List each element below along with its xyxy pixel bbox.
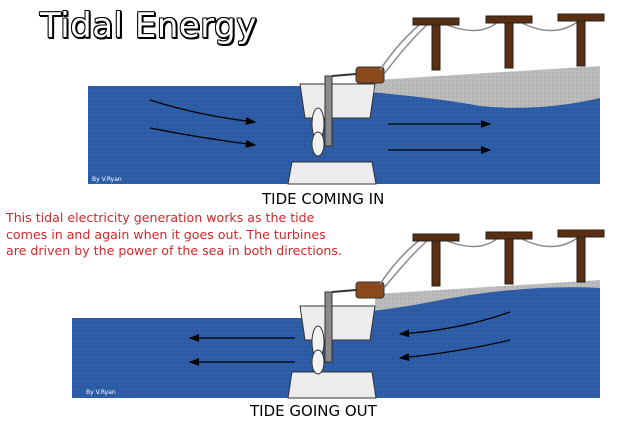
credit-label: By V.Ryan [92, 176, 122, 183]
sea-water [72, 287, 600, 398]
credit-label: By V.Ryan [86, 389, 116, 396]
turbine-shaft [324, 291, 333, 363]
page-title: Tidal Energy [40, 6, 257, 46]
power-pole [576, 235, 586, 283]
lower-concrete-block [287, 371, 377, 399]
generator [355, 281, 385, 299]
power-pole [576, 19, 586, 67]
tide-coming-in-diagram: By V.Ryan [0, 0, 638, 190]
tide-going-out-diagram: By V.Ryan [0, 222, 638, 400]
upper-concrete-block [299, 83, 376, 119]
flow-arrow [149, 127, 257, 148]
description-text: This tidal electricity generation works … [6, 210, 342, 258]
flow-arrow [149, 99, 257, 125]
flow-arrow [398, 339, 511, 361]
upper-concrete-block [299, 305, 376, 341]
lower-concrete-block [287, 161, 377, 185]
power-pole [504, 21, 514, 69]
power-pole [431, 239, 441, 287]
turbine-blade [311, 349, 325, 375]
power-pole [504, 237, 514, 285]
turbine-shaft [324, 75, 333, 147]
turbine-blade [311, 131, 325, 157]
sea-water [88, 86, 600, 184]
flow-arrow [398, 311, 511, 338]
tide-coming-in-caption: TIDE COMING IN [262, 190, 385, 208]
power-pole [431, 23, 441, 71]
tide-going-out-caption: TIDE GOING OUT [250, 402, 377, 420]
